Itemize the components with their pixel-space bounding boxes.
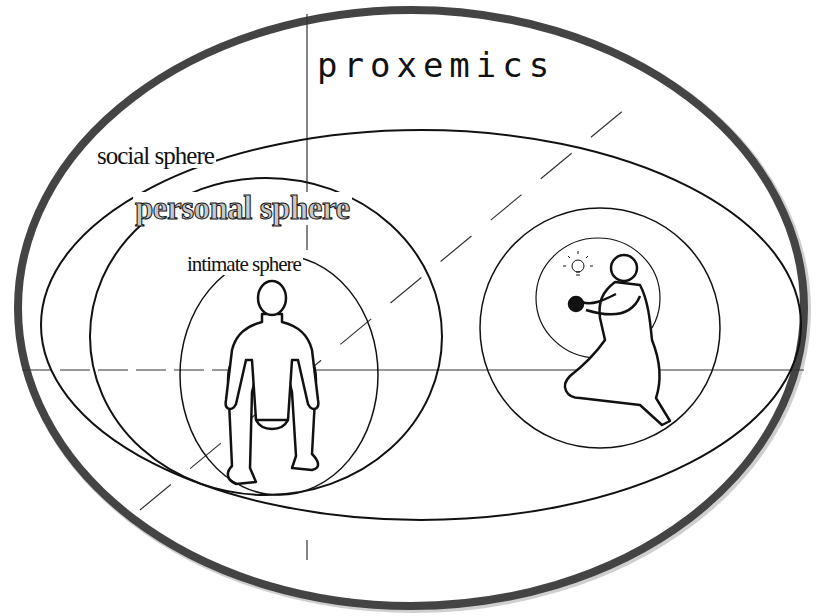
lightbulb-icon (563, 251, 593, 275)
vertical-axis-tick (306, 540, 307, 560)
outer-frame (18, 10, 804, 606)
diagram-title: proxemics (315, 48, 557, 82)
sphere-label: social sphere (95, 143, 216, 168)
sphere-ellipse (90, 178, 442, 495)
intimate-sphere: intimate sphere (180, 255, 378, 495)
sphere-outline (180, 255, 378, 495)
horizontal-axis (300, 369, 804, 370)
kneeling-figure (565, 255, 670, 425)
sphere-ellipse (41, 130, 801, 520)
sphere-ellipse (180, 255, 378, 495)
sphere-outline (90, 178, 442, 495)
personal-sphere: personal sphere intimate sphere (90, 178, 442, 495)
sphere-label: personal sphere (133, 192, 352, 225)
social-sphere: social sphere personal sphere intimate sph… (41, 130, 801, 520)
sitting-figure (226, 281, 319, 484)
sphere-label: intimate sphere (185, 254, 303, 275)
sphere-outline (41, 130, 801, 520)
other-person-sphere (480, 208, 720, 448)
